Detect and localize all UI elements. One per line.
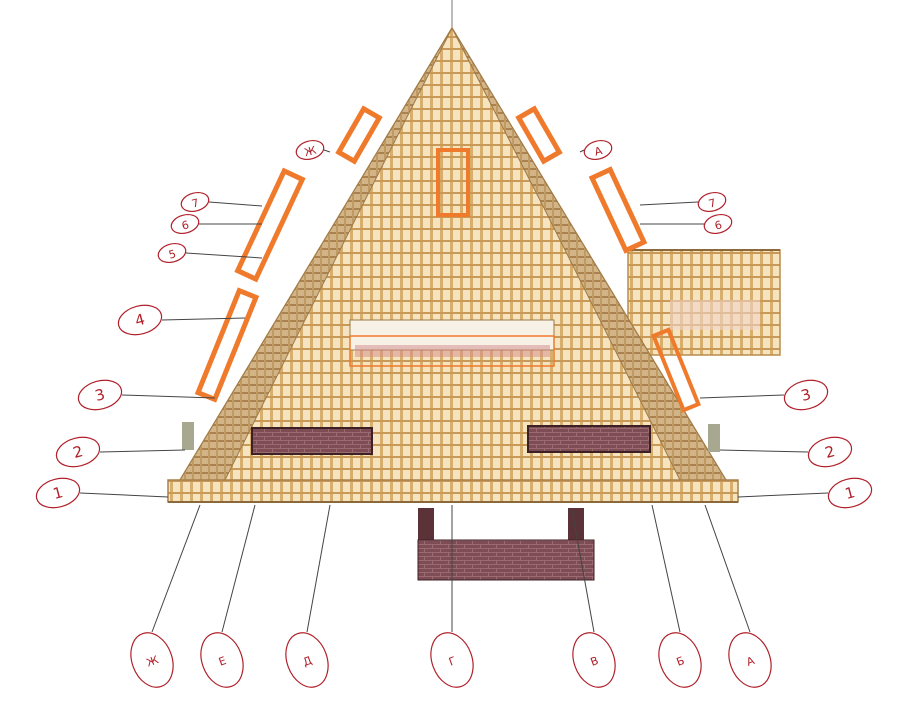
axis-right-5: А xyxy=(579,139,613,161)
axis-label: Б xyxy=(675,654,687,669)
post-right xyxy=(708,424,720,452)
axis-left-5: 6 xyxy=(170,213,262,235)
mezzanine-slab xyxy=(349,319,555,367)
axis-label: 7 xyxy=(707,196,717,210)
axis-leader-line xyxy=(221,504,256,633)
axis-leader-line xyxy=(79,492,169,498)
axis-leader-line xyxy=(208,201,263,207)
roof-window-right-upper xyxy=(515,105,563,165)
axis-bottom-4: В xyxy=(571,509,616,688)
brick-block-left xyxy=(251,427,373,455)
axis-bottom-1: Е xyxy=(200,504,256,688)
axis-label: 2 xyxy=(823,442,837,462)
axis-bubble xyxy=(170,213,200,235)
axis-left-2: 3 xyxy=(77,379,216,411)
axis-bubble xyxy=(807,436,853,468)
axis-left-3: 4 xyxy=(117,304,246,336)
axis-leader-line xyxy=(719,449,809,453)
axis-bubble xyxy=(55,436,101,468)
axis-right-0: 1 xyxy=(737,477,873,509)
axis-label: 5 xyxy=(167,247,177,261)
axis-bubble xyxy=(200,632,244,688)
axis-bubble xyxy=(697,191,727,213)
axis-leader-line xyxy=(323,149,331,153)
axis-label: 1 xyxy=(51,483,65,503)
axis-leader-line xyxy=(121,394,216,399)
axis-leader-line xyxy=(161,317,246,321)
axis-leader-line xyxy=(185,252,263,259)
axis-bubble xyxy=(130,632,174,688)
axis-bubble xyxy=(77,379,123,411)
axis-bubble xyxy=(583,139,613,161)
axis-bubble xyxy=(658,632,702,688)
axis-bubble xyxy=(827,477,873,509)
post-left xyxy=(182,422,194,450)
axis-bubble xyxy=(728,632,772,688)
axis-right-2: 3 xyxy=(699,379,829,411)
axis-label: А xyxy=(593,144,604,159)
axis-right-3: 7 xyxy=(639,191,727,213)
roof-window-right-lower xyxy=(650,327,702,413)
axis-bottom-3: Г xyxy=(430,505,474,688)
axis-bubble xyxy=(157,242,187,264)
axis-bubble xyxy=(180,191,210,213)
axis-label: 2 xyxy=(71,442,85,462)
axis-bottom-0: Ж xyxy=(130,504,201,688)
axis-leader-line xyxy=(704,504,751,633)
roof-window-left-upper xyxy=(335,105,383,165)
axis-bubble xyxy=(117,304,163,336)
axis-right-1: 2 xyxy=(719,436,853,468)
axis-bubble xyxy=(703,213,733,235)
roof-window-right xyxy=(588,166,648,254)
axis-label: 1 xyxy=(843,483,857,503)
roof-window-left xyxy=(234,167,306,283)
gable-window xyxy=(436,148,470,217)
axis-left-0: 1 xyxy=(35,477,169,509)
axis-bubble xyxy=(572,632,616,688)
axis-label: Е xyxy=(217,654,228,669)
right-wing-frame xyxy=(627,249,781,356)
axis-label: 6 xyxy=(180,218,190,232)
axis-leader-line xyxy=(151,504,201,633)
axis-leader-line xyxy=(99,449,186,453)
axis-label: 6 xyxy=(713,218,723,232)
axis-label: 3 xyxy=(799,385,813,405)
axis-label: А xyxy=(745,654,757,669)
axis-left-1: 2 xyxy=(55,436,186,468)
axis-label: 3 xyxy=(93,385,107,405)
axis-bubble xyxy=(295,139,325,161)
floor-deck xyxy=(167,479,739,503)
axis-leader-line xyxy=(571,509,595,633)
roof-window-left-lower xyxy=(194,287,260,403)
axis-leader-line xyxy=(579,149,585,153)
axis-left-6: 7 xyxy=(180,191,263,213)
axis-label: В xyxy=(589,654,601,669)
axis-leader-line xyxy=(651,504,681,633)
axis-bubble xyxy=(783,379,829,411)
axis-leader-line xyxy=(699,394,785,399)
axis-right-4: 6 xyxy=(640,213,733,235)
brick-block-right xyxy=(527,425,651,453)
axis-bubble xyxy=(430,632,474,688)
axis-leader-line xyxy=(639,201,699,206)
axis-leader-line xyxy=(306,504,331,633)
axis-leader-line xyxy=(737,492,829,498)
axis-label: Г xyxy=(447,654,458,669)
axis-bottom-5: Б xyxy=(651,504,702,688)
axis-label: 7 xyxy=(190,196,200,210)
axis-label: Ж xyxy=(303,144,318,160)
axis-bubble xyxy=(285,632,329,688)
axis-bottom-2: Д xyxy=(285,504,331,688)
timber-frame-building xyxy=(166,0,781,581)
axis-label: Ж xyxy=(145,653,161,669)
axis-left-4: 5 xyxy=(157,242,263,264)
axis-bubble xyxy=(35,477,81,509)
axis-bottom-6: А xyxy=(704,504,772,688)
brick-foundation xyxy=(417,508,595,581)
axis-left-7: Ж xyxy=(295,139,331,161)
axis-label: 4 xyxy=(133,310,147,330)
